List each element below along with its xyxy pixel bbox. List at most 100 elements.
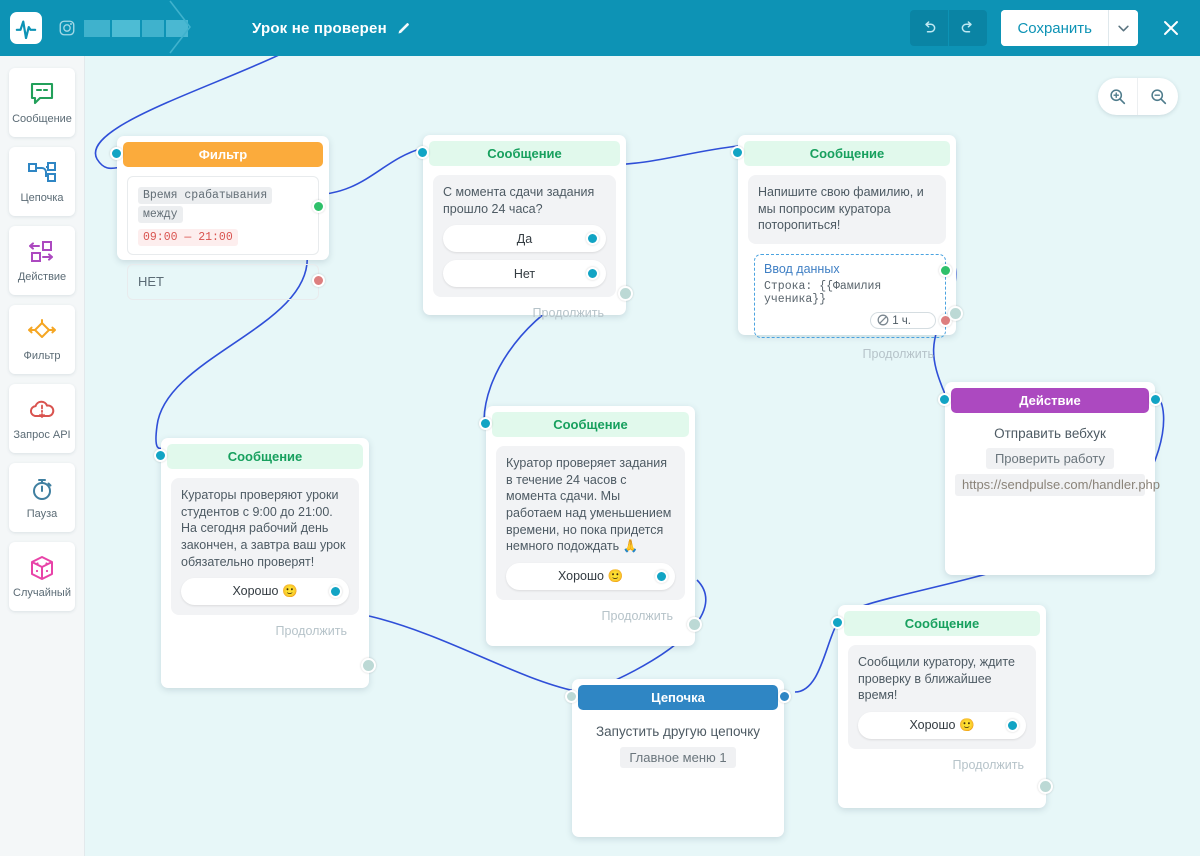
save-button-group: Сохранить [1001,10,1138,46]
continue-port[interactable] [948,306,963,321]
sidebar-item-message[interactable]: Сообщение [9,68,75,137]
node-input-port[interactable] [479,417,492,430]
node-header: Сообщение [167,444,363,469]
node-output-port[interactable] [778,690,791,703]
top-bar: Урок не проверен Сохранить [0,0,1200,56]
filter-condition-row[interactable]: Время срабатывания между 09:00 — 21:00 [127,176,325,255]
node-input-port[interactable] [831,616,844,629]
message-text: Сообщили куратору, ждите проверку в ближ… [858,655,1015,703]
message-text: Напишите свою фамилию, и мы попросим кур… [758,185,924,233]
reply-button-yes[interactable]: Да [443,225,606,253]
reply-button-no[interactable]: Нет [443,260,606,288]
sidebar-item-label: Фильтр [23,350,61,362]
app-logo[interactable] [10,12,42,44]
flow-title-text: Урок не проверен [252,19,387,37]
node-input-port[interactable] [731,146,744,159]
sidebar-item-chain[interactable]: Цепочка [9,147,75,216]
flow-title[interactable]: Урок не проверен [252,20,411,37]
data-input-success-port[interactable] [939,263,952,277]
continue-port[interactable] [687,617,702,632]
sidebar-item-label: Случайный [13,587,71,599]
flow-canvas[interactable]: Фильтр Время срабатывания между 09:00 — … [85,56,1200,856]
reply-button-port[interactable] [586,232,599,246]
reply-button-ok[interactable]: Хорошо 🙂 [858,711,1026,739]
zoom-out-button[interactable] [1138,78,1178,115]
save-dropdown-button[interactable] [1108,10,1138,46]
filter-time-range: 09:00 — 21:00 [138,229,238,246]
node-chain[interactable]: Цепочка Запустить другую цепочку Главное… [565,679,791,837]
sidebar-item-api-request[interactable]: Запрос API [9,384,75,453]
node-message-surname[interactable]: Сообщение Напишите свою фамилию, и мы по… [731,135,963,361]
reply-button-port[interactable] [655,569,668,583]
reply-button-ok[interactable]: Хорошо 🙂 [506,562,675,590]
account-name-redacted [84,19,188,37]
node-header: Фильтр [123,142,323,167]
message-bubble: Напишите свою фамилию, и мы попросим кур… [748,175,946,244]
node-input-port[interactable] [110,147,123,160]
data-input-timeout[interactable]: 1 ч. [870,311,936,329]
api-request-icon [28,396,56,424]
sidebar-item-filter[interactable]: Фильтр [9,305,75,374]
action-subtitle: Отправить вебхук [994,426,1106,441]
reply-button-ok[interactable]: Хорошо 🙂 [181,578,349,606]
node-input-port[interactable] [565,690,578,703]
redo-button[interactable] [949,10,988,46]
message-bubble: Кураторы проверяют уроки студентов с 9:0… [171,478,359,616]
no-entry-icon [877,314,889,326]
node-action-webhook[interactable]: Действие Отправить вебхук Проверить рабо… [938,382,1162,575]
reply-button-label: Нет [513,266,536,281]
pause-timer-icon [29,475,55,503]
data-input-block[interactable]: Ввод данных Строка: {{Фамилия ученика}} … [754,253,952,338]
zoom-out-icon [1150,89,1166,105]
sidebar-item-random[interactable]: Случайный [9,542,75,611]
node-message-curator24[interactable]: Сообщение Куратор проверяет задания в те… [479,406,702,646]
save-button[interactable]: Сохранить [1001,10,1108,46]
zoom-in-icon [1110,89,1126,105]
data-input-row: Строка: {{Фамилия ученика}} [764,279,882,306]
pencil-icon[interactable] [396,21,411,36]
chevron-down-icon [1118,25,1129,31]
breadcrumb-account[interactable] [58,0,192,54]
node-input-port[interactable] [938,393,951,406]
sidebar-item-pause[interactable]: Пауза [9,463,75,532]
reply-button-port[interactable] [329,585,342,599]
node-message-told[interactable]: Сообщение Сообщили куратору, ждите прове… [831,605,1053,808]
action-icon [27,238,57,266]
sidebar-item-label: Пауза [26,508,58,520]
node-input-port[interactable] [416,146,429,159]
node-message-24h[interactable]: Сообщение С момента сдачи задания прошло… [416,135,633,320]
message-text: Куратор проверяет задания в течение 24 ч… [506,456,672,554]
zoom-in-button[interactable] [1098,78,1138,115]
node-input-port[interactable] [154,449,167,462]
filter-operator-chip: между [138,206,183,223]
close-button[interactable] [1156,13,1186,43]
node-output-port[interactable] [1149,393,1162,406]
message-bubble: Куратор проверяет задания в течение 24 ч… [496,446,685,600]
sidebar-item-action[interactable]: Действие [9,226,75,295]
filter-true-port[interactable] [312,200,325,213]
reply-button-label: Хорошо 🙂 [557,568,624,583]
continue-label: Продолжить [862,346,934,361]
reply-button-port[interactable] [586,267,599,281]
filter-false-port[interactable] [312,274,325,287]
filter-condition-chip: Время срабатывания [138,187,273,204]
sidebar-item-label: Запрос API [13,429,71,441]
data-input-timeout-label: 1 ч. [892,314,911,327]
filter-else-row[interactable]: НЕТ [127,264,325,300]
node-filter[interactable]: Фильтр Время срабатывания между 09:00 — … [110,136,329,300]
undo-button[interactable] [910,10,949,46]
continue-port[interactable] [1038,779,1053,794]
filter-icon [26,317,58,345]
continue-label: Продолжить [952,757,1024,772]
message-text: Кураторы проверяют уроки студентов с 9:0… [181,488,346,569]
continue-port[interactable] [618,286,633,301]
action-url-chip: https://sendpulse.com/handler.php [955,474,1160,497]
random-dice-icon [28,554,56,582]
reply-button-port[interactable] [1006,718,1019,732]
redo-icon [962,21,973,33]
node-message-curators[interactable]: Сообщение Кураторы проверяют уроки студе… [154,438,376,688]
reply-button-label: Да [516,231,533,246]
node-header: Цепочка [578,685,778,710]
continue-port[interactable] [361,658,376,673]
